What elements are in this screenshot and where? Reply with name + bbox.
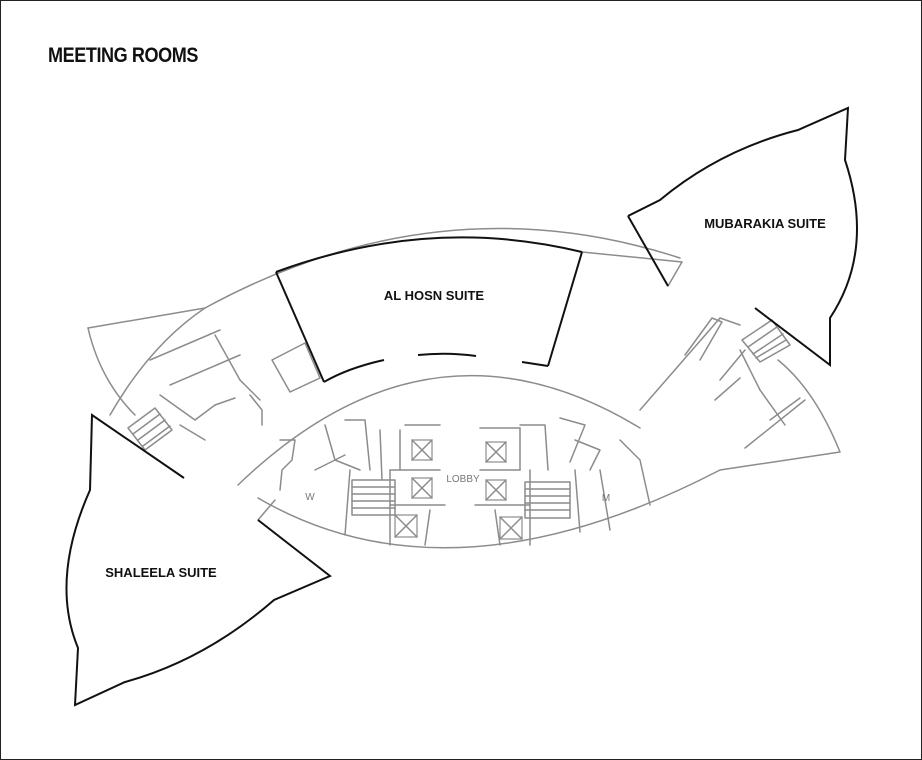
lobby-label: LOBBY bbox=[446, 474, 480, 485]
shaleela-suite-label: SHALEELA SUITE bbox=[105, 565, 217, 580]
elevator-icon bbox=[411, 477, 433, 499]
right-stair bbox=[741, 319, 791, 363]
shaleela-suite[interactable]: SHALEELA SUITE bbox=[65, 413, 332, 707]
interior-walls bbox=[127, 317, 806, 546]
building-outline bbox=[87, 227, 841, 549]
al-hosn-suite-label: AL HOSN SUITE bbox=[384, 288, 484, 303]
mens-restroom-label: M bbox=[602, 493, 610, 504]
al-hosn-suite[interactable]: AL HOSN SUITE bbox=[275, 236, 583, 383]
womens-restroom-label: W bbox=[305, 492, 315, 503]
right-core-stair bbox=[524, 481, 571, 519]
elevators bbox=[394, 439, 523, 540]
elevator-icon bbox=[411, 439, 433, 461]
page-title: MEETING ROOMS bbox=[48, 44, 198, 67]
left-stair bbox=[127, 407, 173, 451]
left-core-stair bbox=[351, 479, 396, 516]
mubarakia-suite[interactable]: MUBARAKIA SUITE bbox=[627, 106, 858, 368]
elevator-icon bbox=[394, 514, 418, 538]
elevator-icon bbox=[485, 479, 507, 501]
elevator-icon bbox=[499, 516, 523, 540]
elevator-icon bbox=[485, 441, 507, 463]
mubarakia-suite-label: MUBARAKIA SUITE bbox=[704, 216, 826, 231]
